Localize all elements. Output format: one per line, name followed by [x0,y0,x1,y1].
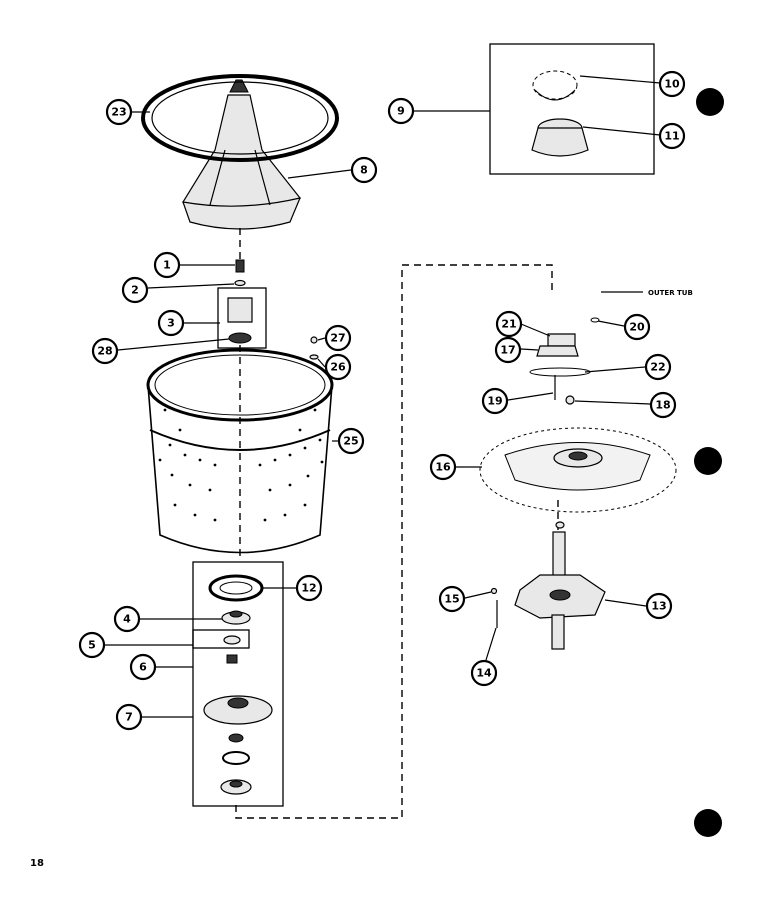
part-3-coupling [227,297,253,323]
svg-text:12: 12 [301,582,316,595]
part-1-bolt [235,259,245,273]
callout-6: 6 [129,653,157,681]
svg-text:22: 22 [650,361,665,374]
registration-dot-bottom [694,809,722,837]
callout-13: 13 [645,592,673,620]
part-18-seal [565,395,575,405]
part-27-screw [310,336,318,344]
svg-text:15: 15 [444,593,459,606]
svg-text:20: 20 [629,321,645,334]
part-22-ring [529,367,591,377]
page-number: 18 [30,858,44,869]
callout-1: 1 [153,251,181,279]
callout-26: 26 [324,353,352,381]
svg-text:2: 2 [131,284,139,297]
svg-text:6: 6 [139,661,147,674]
callout-9: 9 [387,97,415,125]
callout-22: 22 [644,353,672,381]
part-3-box [217,287,267,349]
callout-10: 10 [658,70,686,98]
callout-27: 27 [324,324,352,352]
callout-11: 11 [658,122,686,150]
part-2-washer [234,279,246,287]
callout-23: 23 [105,98,133,126]
agitator [182,79,302,230]
part-7-bearing-upper [228,733,244,743]
svg-text:7: 7 [125,711,133,724]
callout-2: 2 [121,276,149,304]
registration-dot-middle [694,447,722,475]
callout-15: 15 [438,585,466,613]
svg-text:27: 27 [330,332,345,345]
lower-hub-box [192,561,284,807]
callout-16: 16 [429,453,457,481]
svg-text:26: 26 [330,361,346,374]
svg-text:23: 23 [111,106,126,119]
callout-8: 8 [350,156,378,184]
part-13-transmission [514,531,606,650]
svg-text:13: 13 [651,600,666,613]
svg-text:25: 25 [343,435,358,448]
part-5-box [192,629,250,649]
callout-28: 28 [91,337,119,365]
callout-3: 3 [157,309,185,337]
svg-text:3: 3 [167,317,175,330]
agitator-ring [141,74,339,162]
callout-4: 4 [113,605,141,633]
part-26-washer [309,354,319,360]
part-6-sleeve [226,654,238,664]
svg-text:28: 28 [97,345,112,358]
svg-text:21: 21 [501,318,516,331]
svg-text:18: 18 [655,399,670,412]
part-17-plate [536,345,579,357]
callout-7: 7 [115,703,143,731]
svg-text:8: 8 [360,164,368,177]
callout-25: 25 [337,427,365,455]
svg-text:16: 16 [435,461,451,474]
svg-text:11: 11 [664,130,679,143]
registration-dot-top [696,88,724,116]
part-7-hub [203,695,273,725]
part-12-gasket [208,574,264,602]
svg-text:19: 19 [487,395,502,408]
part-21-bracket [547,333,576,347]
part-28-seal [228,332,252,344]
svg-text:14: 14 [476,667,492,680]
part-4-nut [221,610,251,625]
transmission-shaft-tip [555,521,565,529]
callout-18: 18 [649,391,677,419]
spin-basket [146,348,334,554]
part-7-o-ring [222,751,250,765]
callout-5: 5 [78,631,106,659]
part-10-cap [532,70,578,101]
svg-text:4: 4 [123,613,131,626]
callout-12: 12 [295,574,323,602]
svg-text:17: 17 [500,344,515,357]
part-15-pin [490,587,498,595]
outer-tub-label: OUTER TUB [648,289,693,297]
part-11-cup [531,118,589,157]
svg-text:1: 1 [163,259,171,272]
part-7-bearing-lower [220,779,252,795]
svg-text:9: 9 [397,105,405,118]
callout-20: 20 [623,313,651,341]
part-5-bearing [223,635,241,645]
svg-text:10: 10 [664,78,680,91]
part-9-box [489,43,655,175]
callout-19: 19 [481,387,509,415]
part-16-tub-bottom [479,427,677,513]
part-20-clip [590,317,600,323]
callout-21: 21 [495,310,523,338]
callout-14: 14 [470,659,498,687]
svg-text:5: 5 [88,639,96,652]
callout-17: 17 [494,336,522,364]
